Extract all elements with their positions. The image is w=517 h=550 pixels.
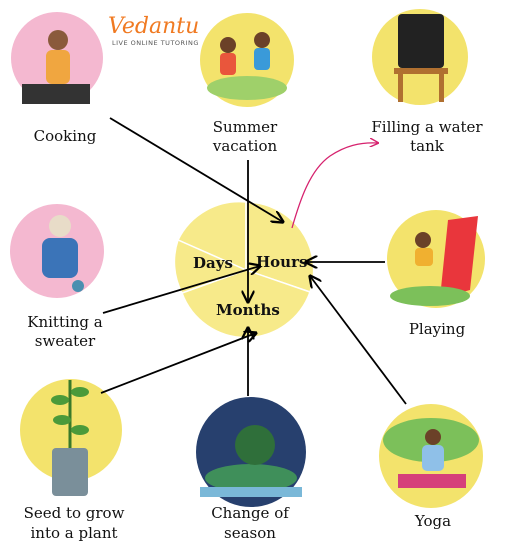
seed-label-line2: into a plant — [30, 524, 117, 542]
logo-text: Vedantu — [108, 14, 199, 39]
summer-label-line2: vacation — [212, 137, 278, 155]
tank-leg-2 — [439, 74, 444, 102]
tree-shape — [235, 425, 275, 465]
knitting-label-line2: sweater — [35, 332, 96, 350]
knitting-label-line1: Knitting a — [27, 313, 103, 331]
slide-shape — [440, 216, 478, 298]
season-label-line1: Change of — [211, 504, 290, 522]
yogi-head — [425, 429, 441, 445]
water-label-line2: tank — [410, 137, 445, 155]
plant-bag — [52, 448, 88, 496]
cooking-label: Cooking — [34, 127, 97, 145]
time-units-pie: Days Hours Months — [173, 200, 315, 339]
knitting-illustration — [10, 204, 104, 298]
arrows — [100, 117, 407, 405]
playing-illustration — [387, 210, 485, 308]
leaf-4 — [71, 425, 89, 435]
arrow-cooking-to-hours — [109, 117, 283, 222]
summer-grass — [207, 76, 287, 100]
arrow-yoga-to-hours — [310, 276, 407, 405]
cook-body — [46, 50, 70, 84]
summer-illustration — [200, 13, 294, 107]
cook-head — [48, 30, 68, 50]
tank-leg-1 — [398, 74, 403, 102]
grandma-body — [42, 238, 78, 278]
season-illustration — [196, 397, 306, 507]
water-label-line1: Filling a water — [371, 118, 483, 136]
yogi-body — [422, 445, 444, 471]
water-band — [200, 487, 302, 497]
seed-illustration — [20, 379, 122, 496]
tank-stand-top — [394, 68, 448, 74]
child-body-1 — [220, 53, 236, 75]
months-label: Months — [216, 301, 280, 319]
child-body — [415, 248, 433, 266]
yoga-label: Yoga — [414, 512, 451, 530]
child-head-1 — [220, 37, 236, 53]
hours-label: Hours — [256, 253, 307, 271]
island-shape — [205, 464, 297, 492]
vedantu-logo: Vedantu LIVE ONLINE TUTORING — [108, 14, 199, 47]
grandma-head — [49, 215, 71, 237]
water-tank-illustration — [372, 9, 468, 105]
stove-shape — [22, 84, 90, 104]
arrow-water-to-hours — [291, 143, 378, 229]
playing-label: Playing — [409, 320, 466, 338]
logo-tagline: LIVE ONLINE TUTORING — [112, 39, 199, 47]
yoga-mat — [398, 474, 466, 488]
arrow-knitting-to-hours — [102, 266, 260, 314]
pie-slice-days-top — [176, 200, 247, 272]
child-head — [415, 232, 431, 248]
arrow-seed-to-months — [100, 333, 256, 394]
summer-label-line1: Summer — [213, 118, 278, 136]
pie-slice-days — [173, 238, 249, 294]
leaf-1 — [51, 395, 69, 405]
child-body-2 — [254, 48, 270, 70]
yarn-ball — [72, 280, 84, 292]
leaf-2 — [71, 387, 89, 397]
child-head-2 — [254, 32, 270, 48]
seed-label-line1: Seed to grow — [24, 504, 125, 522]
leaf-3 — [53, 415, 71, 425]
play-grass — [390, 286, 470, 306]
yoga-illustration — [379, 404, 483, 508]
days-label: Days — [193, 254, 233, 272]
cooking-illustration — [11, 12, 103, 104]
tank-shape — [398, 14, 444, 68]
season-label-line2: season — [224, 524, 276, 542]
